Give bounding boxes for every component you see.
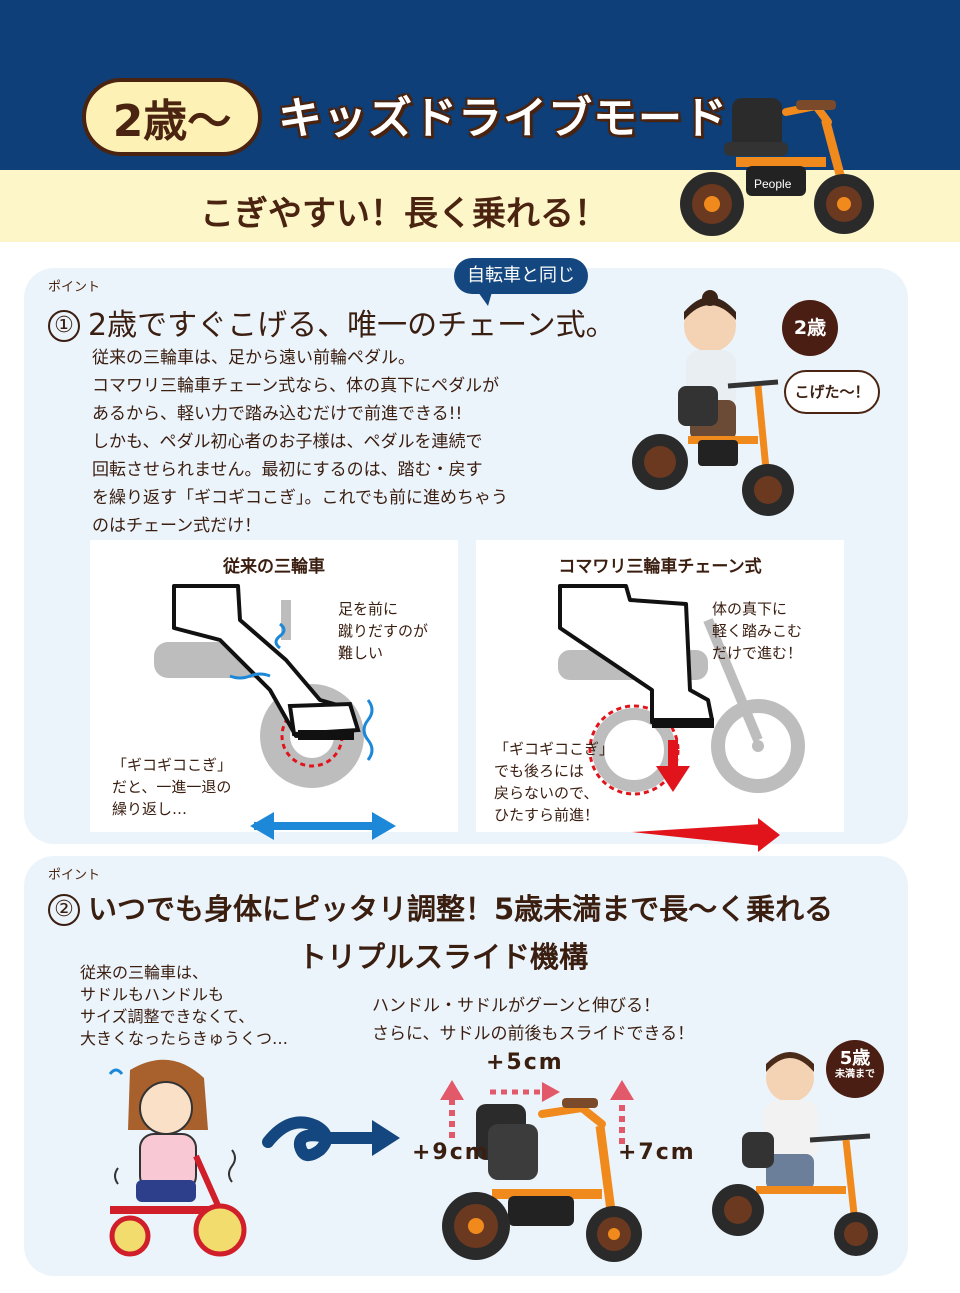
- body-line: 従来の三輪車は、: [80, 963, 209, 982]
- saddle-forward-arrow-icon: [490, 1082, 560, 1102]
- note-line: 戻らないので、: [494, 784, 599, 802]
- age-badge-2: 2歳: [782, 300, 838, 356]
- point1-number: ①: [48, 310, 80, 342]
- point2-body-right: ハンドル・サドルがグーンと伸びる！ さらに、サドルの前後もスライドできる！: [372, 992, 694, 1048]
- bicycle-same-bubble: 自転車と同じ: [454, 258, 588, 306]
- point2-label: ポイント: [48, 868, 101, 883]
- body-line: を繰り返す「ギコギコこぎ」。これでも前に進めちゃう: [92, 488, 508, 508]
- body-line: 回転させられません。最初にするのは、踏む・戻す: [92, 460, 483, 480]
- note-line: 体の真下に: [712, 600, 788, 618]
- note-line: 「ギコギコこぎ」: [112, 756, 233, 774]
- conventional-tricycle-card: 従来の三輪車 足を前に 蹴りだすのが 難しい 「ギコギコこぎ」 だと、一進一退の…: [90, 540, 458, 840]
- body-line: しかも、ペダル初心者のお子様は、ペダルを連続で: [92, 432, 483, 452]
- point1-title-suffix: チェーン式。: [437, 308, 616, 343]
- point2-body-left: 従来の三輪車は、 サドルもハンドルも サイズ調整できなくて、 大きくなったらきゅ…: [80, 962, 288, 1050]
- body-line: のはチェーン式だけ！: [92, 516, 262, 536]
- body-line: 従来の三輪車は、足から遠い前輪ペダル。: [92, 348, 415, 368]
- child-riding-photo: [632, 290, 794, 516]
- note-line: だけで進む！: [712, 644, 803, 662]
- tricycle-hero-image: People: [680, 98, 874, 236]
- note-line: 繰り返し…: [112, 800, 188, 818]
- chain-pedal-illustration: [558, 584, 805, 852]
- point2-number: ②: [48, 894, 80, 926]
- note-line: でも後ろには: [494, 762, 585, 780]
- point1-label: ポイント: [48, 280, 101, 295]
- brand-logo: People: [754, 177, 792, 191]
- measure-left: +9cm: [412, 1140, 490, 1165]
- card-title: コマワリ三輪車チェーン式: [558, 557, 762, 577]
- body-line: サイズ調整できなくて、: [80, 1007, 255, 1026]
- point1-title-prefix: 2歳ですぐこげる、唯一の: [88, 308, 438, 343]
- adjustable-tricycle-illustration: [440, 1080, 642, 1262]
- cramped-girl-illustration: [108, 1059, 247, 1257]
- note-line: だと、一進一退の: [112, 778, 232, 796]
- chain-note-bottom: 「ギコギコこぎ」 でも後ろには 戻らないので、 ひたすら前進！: [494, 738, 614, 826]
- point1-body: 従来の三輪車は、足から遠い前輪ペダル。 コマワリ三輪車チェーン式なら、体の真下に…: [92, 344, 592, 540]
- transition-arrow-icon: [262, 1116, 400, 1162]
- age-badge-5-main: 5歳: [839, 1048, 871, 1069]
- body-line: さらに、サドルの前後もスライドできる！: [372, 1024, 695, 1044]
- note-line: ひたすら前進！: [494, 806, 600, 824]
- note-line: 足を前に: [338, 600, 399, 618]
- conventional-note-top: 足を前に 蹴りだすのが 難しい: [338, 598, 428, 664]
- point2-title-line2: トリプルスライド機構: [298, 940, 589, 974]
- child-speech-bubble: こげた〜！: [784, 370, 880, 414]
- chain-note-top: 体の真下に 軽く踏みこむ だけで進む！: [712, 598, 802, 664]
- body-line: サドルもハンドルも: [80, 985, 225, 1004]
- measure-right: +7cm: [618, 1140, 696, 1165]
- body-line: ハンドル・サドルがグーンと伸びる！: [372, 996, 661, 1016]
- body-line: 大きくなったらきゅうくつ…: [80, 1029, 289, 1048]
- body-line: コマワリ三輪車チェーン式なら、体の真下にペダルが: [92, 376, 500, 396]
- page-title: キッズドライブモード: [278, 93, 728, 144]
- note-line: 「ギコギコこぎ」: [494, 740, 615, 758]
- note-line: 蹴りだすのが: [338, 622, 429, 640]
- note-line: 軽く踏みこむ: [712, 622, 803, 640]
- age-badge-5: 5歳 未満まで: [826, 1040, 884, 1098]
- page-subtitle: こぎやすい！長く乗れる！: [200, 194, 608, 234]
- card-title: 従来の三輪車: [223, 557, 325, 577]
- point2-title-line1: いつでも身体にピッタリ調整！5歳未満まで長〜く乗れる: [88, 892, 834, 926]
- conventional-note-bottom: 「ギコギコこぎ」 だと、一進一退の 繰り返し…: [112, 754, 232, 820]
- note-line: 難しい: [338, 644, 384, 662]
- chain-tricycle-card: コマワリ三輪車チェーン式 体の真下に 軽く踏みこむ だけで進む！ 「ギコギコこぎ…: [476, 540, 844, 852]
- measure-top: +5cm: [486, 1050, 564, 1075]
- conventional-pedal-illustration: [154, 584, 396, 840]
- boy-riding-photo: [712, 1052, 878, 1256]
- age-badge-5-sub: 未満まで: [835, 1069, 875, 1080]
- body-line: あるから、軽い力で踏み込むだけで前進できる!!: [92, 404, 463, 424]
- age-badge-header: 2歳〜: [82, 78, 262, 156]
